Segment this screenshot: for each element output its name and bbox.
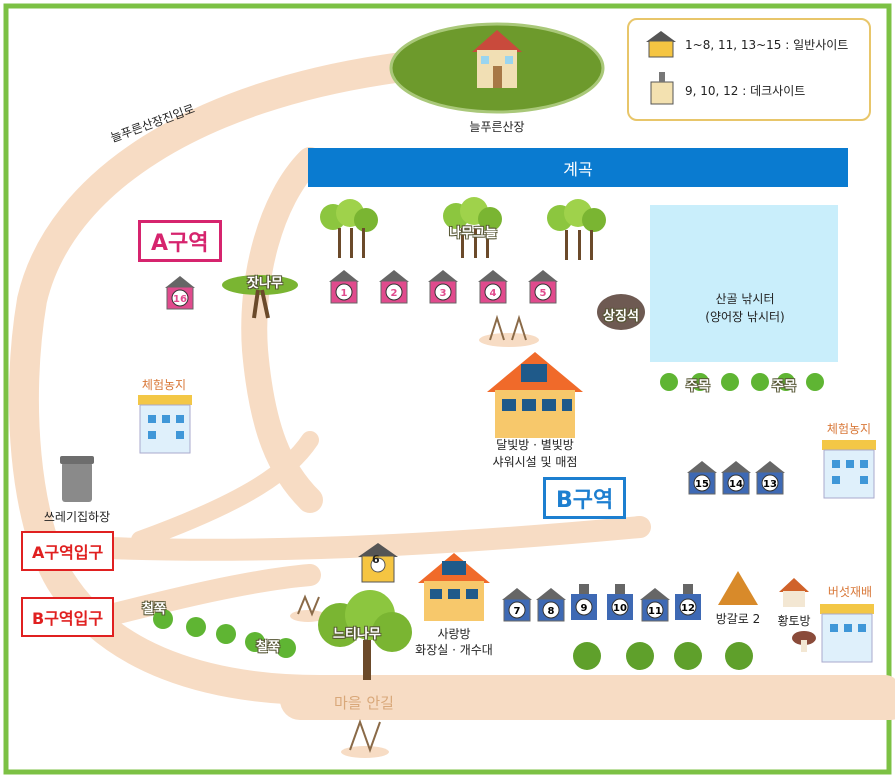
deck-site-icon: [650, 72, 674, 105]
site-16-icon: 16: [165, 276, 195, 310]
site-number: 12: [681, 603, 695, 614]
site-15-icon: 15: [687, 461, 717, 495]
general-site-icon: [646, 31, 676, 58]
symbol-stone-label: 상징석: [603, 309, 639, 324]
mushroom-icon: [792, 631, 816, 652]
mushroom-label: 버섯재배: [827, 585, 873, 599]
zone-b-entrance: B구역입구: [21, 597, 115, 637]
main-building-icon: [472, 30, 522, 88]
site-number: 10: [613, 603, 627, 614]
moonlight-room-label-1: 달빛방 · 별빛방: [496, 438, 574, 452]
site-number: 4: [490, 288, 497, 299]
azalea-label-2: 철쭉: [256, 640, 280, 655]
site-14-icon: 14: [721, 461, 751, 495]
fishing-label-1: 산골 낚시터: [715, 292, 775, 306]
legend: 1~8, 11, 13~15 : 일반사이트 9, 10, 12 : 데크사이트: [627, 18, 871, 121]
tree-group-3: [547, 199, 606, 260]
juniper-trees: [660, 373, 824, 391]
bangalo-label: 방갈로 2: [715, 612, 761, 626]
farm-building-left: [138, 395, 192, 454]
connector-path: [131, 431, 319, 549]
azalea-trees: [153, 609, 296, 658]
fishing-label-2: (양어장 낚시터): [705, 310, 785, 324]
site-number: 1: [341, 288, 348, 299]
bangalo-icon: [718, 571, 758, 605]
site-number: 11: [648, 606, 662, 617]
site-12-icon: 12: [675, 584, 701, 620]
swing-icon-3: [341, 719, 389, 758]
site-5-icon: 5: [528, 270, 558, 304]
entrance-road-path: [8, 53, 895, 705]
legend-deck: 9, 10, 12 : 데크사이트: [685, 84, 806, 98]
site-number: 13: [763, 479, 777, 490]
site-6-icon: [358, 543, 398, 583]
stream-banner: 계곡: [308, 148, 848, 187]
site-11-icon: 11: [640, 588, 670, 622]
site-number: 7: [514, 606, 521, 617]
pine-tree-icon: [222, 275, 298, 319]
love-room-label-1: 사랑방: [437, 627, 471, 641]
tree-group-1: [320, 199, 378, 258]
moonlight-room-label-2: 샤워시설 및 매점: [492, 455, 578, 469]
site-number: 9: [581, 603, 588, 614]
site-number: 15: [695, 479, 709, 490]
site-6-label: 6: [372, 553, 380, 566]
site-3-icon: 3: [428, 270, 458, 304]
site-4-icon: 4: [478, 270, 508, 304]
cabins-b-top: 15 14 13: [687, 461, 785, 495]
fishing-pond: [650, 205, 838, 362]
farm-building-right: [822, 440, 876, 499]
tree-group-2: [443, 197, 502, 258]
zelkova-tree-label: 느티나무: [333, 627, 381, 642]
clay-room-icon: [779, 578, 809, 607]
site-2-icon: 2: [379, 270, 409, 304]
site-number: 8: [548, 606, 555, 617]
moonlight-room-building: [487, 352, 583, 438]
farm-right-label: 체험농지: [826, 422, 872, 436]
village-road-label: 마을 안길: [334, 694, 394, 712]
main-building-label: 늘푸른산장: [469, 120, 525, 134]
farm-left-label: 체험농지: [141, 378, 187, 392]
site-9-icon: 9: [571, 584, 597, 620]
cabins-a: 1 2 3 4 5 16: [165, 270, 558, 310]
swing-icon: [479, 314, 539, 347]
symbol-stone-icon: [597, 294, 645, 330]
site-number: 3: [440, 288, 447, 299]
legend-general: 1~8, 11, 13~15 : 일반사이트: [685, 38, 849, 52]
b-zone-path: [99, 564, 321, 626]
zone-a-label: A구역: [138, 220, 222, 262]
azalea-label-1: 철쭉: [142, 602, 166, 617]
juniper-label-2: 주목: [772, 379, 796, 394]
pine-tree-label: 잣나무: [247, 276, 283, 291]
site-number: 14: [729, 479, 743, 490]
trash-label: 쓰레기집하장: [43, 510, 111, 524]
site-number: 5: [540, 288, 547, 299]
site-10-icon: 10: [607, 584, 633, 620]
zone-a-entrance: A구역입구: [21, 531, 115, 571]
forest-label: 나무그늘: [449, 226, 497, 241]
site-number: 2: [391, 288, 398, 299]
zone-b-label: B구역: [543, 477, 627, 519]
trash-can-icon: [60, 456, 94, 502]
map-border: [3, 3, 892, 775]
mushroom-building: [820, 604, 874, 663]
cabins-b-bottom: 7 8 9 10 11 12: [502, 584, 701, 622]
paths: [8, 53, 895, 720]
zelkova-tree-icon: [318, 590, 412, 680]
clay-room-label: 황토방: [777, 614, 811, 628]
shrubs-bottom: [573, 642, 753, 670]
site-1-icon: 1: [329, 270, 359, 304]
a-zone-path: [99, 516, 651, 561]
juniper-label-1: 주목: [686, 379, 710, 394]
site-number: 16: [173, 294, 187, 305]
site-7-icon: 7: [502, 588, 532, 622]
site-8-icon: 8: [536, 588, 566, 622]
love-room-building: [418, 553, 490, 621]
love-room-label-2: 화장실 · 개수대: [415, 643, 493, 657]
swing-icon-2: [290, 594, 326, 622]
site-13-icon: 13: [755, 461, 785, 495]
